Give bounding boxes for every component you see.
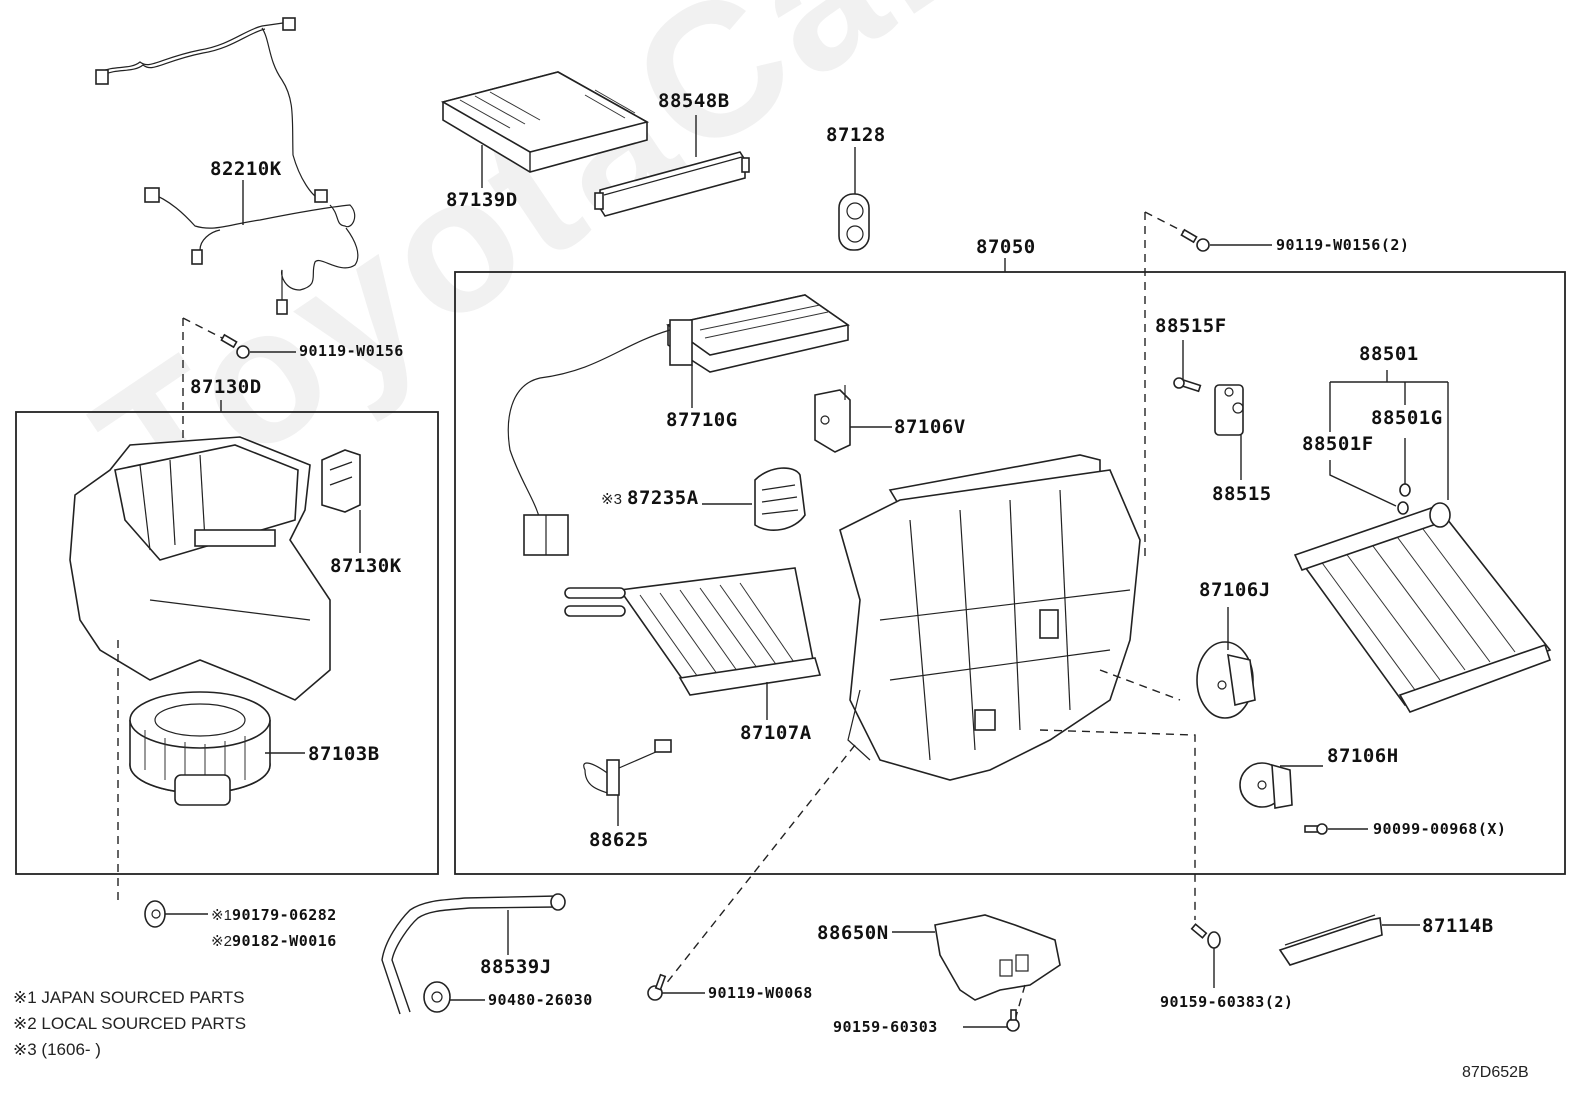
- temperature-sensor-drawing: [583, 739, 672, 796]
- filter-cover-drawing: [594, 151, 750, 217]
- servo-gear-drawing: [1239, 762, 1293, 809]
- part-label-88501G[interactable]: 88501G: [1371, 407, 1443, 429]
- ptc-heater-drawing: [507, 294, 850, 556]
- part-label-87107A[interactable]: 87107A: [740, 722, 812, 744]
- bolt-drawing: [1173, 377, 1202, 393]
- blower-case-drawing: [69, 436, 331, 701]
- footnote-date-range: ※3 (1606- ): [13, 1040, 101, 1059]
- part-label-90480-26030[interactable]: 90480-26030: [488, 991, 593, 1009]
- screw-drawing: [1006, 1009, 1020, 1032]
- blower-motor-drawing: [129, 691, 271, 806]
- part-label-88548B[interactable]: 88548B: [658, 90, 730, 112]
- part-label-90179-06282[interactable]: 90179-06282: [232, 906, 337, 924]
- heater-unit-group-box: [454, 271, 1566, 875]
- part-label-87050[interactable]: 87050: [976, 236, 1036, 258]
- part-label-88539J[interactable]: 88539J: [480, 956, 552, 978]
- screw-drawing: [220, 333, 250, 359]
- part-label-87139D[interactable]: 87139D: [446, 189, 518, 211]
- servo-actuator-drawing: [1196, 641, 1256, 719]
- duct-cover-drawing: [1278, 914, 1383, 966]
- part-label-90119-W0068[interactable]: 90119-W0068: [708, 984, 813, 1002]
- part-label-82210K[interactable]: 82210K: [210, 158, 282, 180]
- drain-hose-drawing: [381, 893, 566, 1015]
- part-label-87710G[interactable]: 87710G: [666, 409, 738, 431]
- evaporator-drawing: [1293, 502, 1552, 713]
- air-filter-drawing: [440, 71, 650, 173]
- footnote-japan-sourced: ※1 JAPAN SOURCED PARTS: [13, 988, 245, 1007]
- note-mark-2: ※2: [211, 933, 232, 950]
- blower-unit-group-box: [15, 411, 439, 875]
- nut-drawing: [144, 900, 166, 928]
- note-mark-1: ※1: [211, 907, 232, 924]
- part-label-87106H[interactable]: 87106H: [1327, 745, 1399, 767]
- part-label-88501F[interactable]: 88501F: [1302, 433, 1374, 455]
- part-label-88650N[interactable]: 88650N: [817, 922, 889, 944]
- part-label-87235A[interactable]: 87235A: [627, 487, 699, 509]
- grommet-drawing: [838, 193, 870, 251]
- part-label-87128[interactable]: 87128: [826, 124, 886, 146]
- part-label-88501[interactable]: 88501: [1359, 343, 1419, 365]
- part-label-90159-60303[interactable]: 90159-60303: [833, 1018, 938, 1036]
- blower-resistor-drawing: [321, 449, 361, 513]
- part-label-90119-W0156-2[interactable]: 90119-W0156(2): [1276, 236, 1410, 254]
- screw-drawing: [1190, 923, 1221, 949]
- screw-drawing: [647, 973, 667, 1001]
- part-label-87130K[interactable]: 87130K: [330, 555, 402, 577]
- small-screw-drawing: [1304, 823, 1328, 835]
- note-mark-3: ※3: [601, 491, 622, 508]
- part-label-90159-60383-2[interactable]: 90159-60383(2): [1160, 993, 1294, 1011]
- heater-core-drawing: [564, 567, 822, 696]
- part-label-88625[interactable]: 88625: [589, 829, 649, 851]
- part-label-87106V[interactable]: 87106V: [894, 416, 966, 438]
- part-label-90119-W0156[interactable]: 90119-W0156: [299, 342, 404, 360]
- part-label-88515[interactable]: 88515: [1212, 483, 1272, 505]
- wire-harness-drawing: [95, 17, 359, 315]
- diagram-code: 87D652B: [1462, 1064, 1529, 1081]
- o-ring-drawing: [1397, 483, 1411, 515]
- part-label-87130D[interactable]: 87130D: [190, 376, 262, 398]
- servo-motor-drawing: [814, 385, 851, 453]
- duct-grille-drawing: [754, 467, 806, 531]
- part-label-88515F[interactable]: 88515F: [1155, 315, 1227, 337]
- part-label-87103B[interactable]: 87103B: [308, 743, 380, 765]
- expansion-valve-drawing: [1214, 384, 1244, 436]
- part-label-87106J[interactable]: 87106J: [1199, 579, 1271, 601]
- drain-grommet-drawing: [423, 981, 451, 1013]
- part-label-87114B[interactable]: 87114B: [1422, 915, 1494, 937]
- part-label-90182-W0016[interactable]: 90182-W0016: [232, 932, 337, 950]
- footnote-local-sourced: ※2 LOCAL SOURCED PARTS: [13, 1014, 247, 1033]
- part-label-90099-00968[interactable]: 90099-00968(X): [1373, 820, 1507, 838]
- heater-housing-drawing: [839, 454, 1141, 781]
- air-conditioner-amplifier-drawing: [934, 914, 1061, 1001]
- screw-drawing: [1180, 228, 1210, 252]
